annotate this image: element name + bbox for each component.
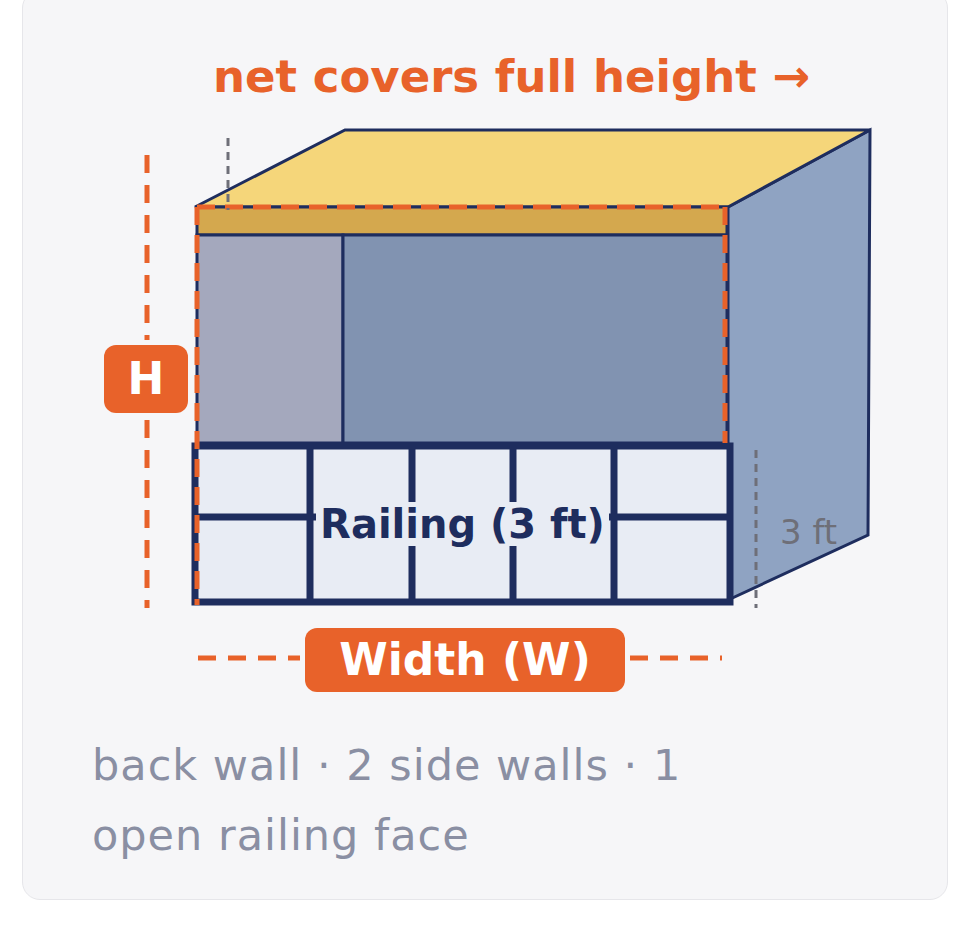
ceiling [195, 130, 870, 207]
width-badge: Width (W) [305, 628, 625, 692]
railing-frame [195, 446, 730, 602]
caption-text: back wall · 2 side walls · 1 open railin… [92, 730, 792, 870]
badge-label: Width (W) [339, 638, 591, 682]
back-wall-panel [197, 235, 343, 443]
railing-box: Railing (3 ft) [192, 443, 733, 605]
height-dimension [145, 420, 150, 608]
title-text: net covers full height → [213, 52, 810, 102]
dimension-label: 3 ft [780, 515, 837, 549]
railing-bars [195, 446, 730, 602]
back-wall-panel [343, 235, 727, 443]
height-badge: H [104, 345, 188, 413]
rail-height-dimension [755, 450, 758, 608]
net-outline [197, 207, 725, 605]
badge-label: H [128, 357, 165, 401]
railing-label: Railing (3 ft) [316, 502, 609, 546]
ceiling-edge [197, 207, 727, 235]
guide-line [227, 138, 230, 210]
width-dimension [198, 656, 300, 661]
side-wall [728, 130, 870, 600]
width-dimension [630, 656, 722, 661]
height-dimension [145, 155, 150, 340]
